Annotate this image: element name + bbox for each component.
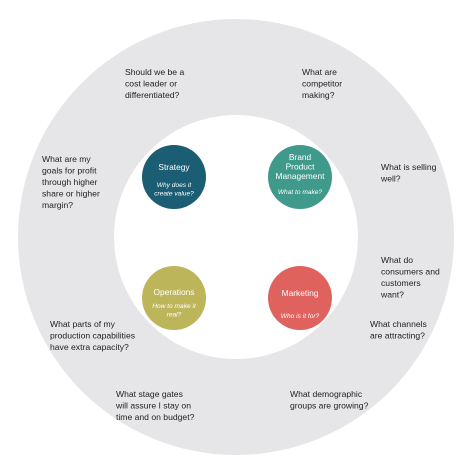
text-line: differentiated?	[125, 90, 180, 100]
text-line: want?	[380, 290, 404, 300]
question-channels: What channels are attracting?	[370, 319, 427, 341]
text-line: time and on budget?	[116, 412, 195, 422]
text-line: consumers and	[381, 267, 440, 277]
text-line: What are my	[42, 154, 91, 164]
text-line: margin?	[42, 200, 73, 210]
hub-operations-title: Operations	[154, 287, 195, 297]
text-line: What demographic	[290, 389, 363, 399]
text-line: What do	[381, 255, 413, 265]
text-line: Brand	[289, 152, 312, 162]
hub-marketing-subtitle: Who is it for?	[281, 313, 320, 320]
text-line: have extra capacity?	[50, 342, 129, 352]
hub-marketing-title: Marketing	[282, 288, 319, 298]
text-line: competitor	[302, 79, 342, 89]
hub-strategy: Strategy Why does it create value?	[142, 145, 206, 209]
text-line: goals for profit	[42, 166, 97, 176]
text-line: What is selling	[381, 162, 437, 172]
text-line: Operations	[154, 287, 195, 297]
text-line: Marketing	[282, 288, 319, 298]
hub-brand-subtitle: What to make?	[278, 189, 323, 196]
text-line: Why does it	[157, 182, 193, 189]
hub-strategy-subtitle: Why does it create value?	[154, 182, 194, 198]
text-line: through higher	[42, 177, 98, 187]
question-selling: What is selling well?	[380, 162, 437, 184]
text-line: production capabilities	[50, 331, 135, 341]
text-line: What are	[302, 67, 337, 77]
text-line: will assure I stay on	[115, 401, 191, 411]
hub-marketing-circle	[268, 266, 332, 330]
hub-strategy-circle	[142, 145, 206, 209]
text-line: are attracting?	[370, 331, 425, 341]
question-demographic: What demographic groups are growing?	[290, 389, 369, 411]
text-line: Strategy	[158, 162, 190, 172]
text-line: What channels	[370, 319, 427, 329]
text-line: groups are growing?	[290, 401, 369, 411]
text-line: create value?	[154, 191, 194, 198]
inner-white-circle	[114, 115, 358, 359]
text-line: What to make?	[278, 189, 323, 196]
text-line: Management	[276, 171, 326, 181]
text-line: real?	[167, 312, 182, 319]
text-line: share or higher	[42, 189, 100, 199]
hub-brand-circle	[268, 145, 332, 209]
text-line: cost leader or	[125, 79, 177, 89]
text-line: How to make it	[152, 303, 197, 310]
hub-marketing: Marketing Who is it for?	[268, 266, 332, 330]
hub-operations: Operations How to make it real?	[142, 266, 206, 330]
text-line: What parts of my	[50, 319, 116, 329]
hub-operations-circle	[142, 266, 206, 330]
text-line: Who is it for?	[281, 313, 320, 320]
text-line: Product	[286, 162, 316, 172]
hub-operations-subtitle: How to make it real?	[152, 303, 197, 319]
text-line: making?	[302, 90, 335, 100]
text-line: Should we be a	[125, 67, 184, 77]
text-line: well?	[380, 174, 401, 184]
hub-strategy-title: Strategy	[158, 162, 190, 172]
text-line: customers	[381, 278, 421, 288]
text-line: What stage gates	[116, 389, 183, 399]
